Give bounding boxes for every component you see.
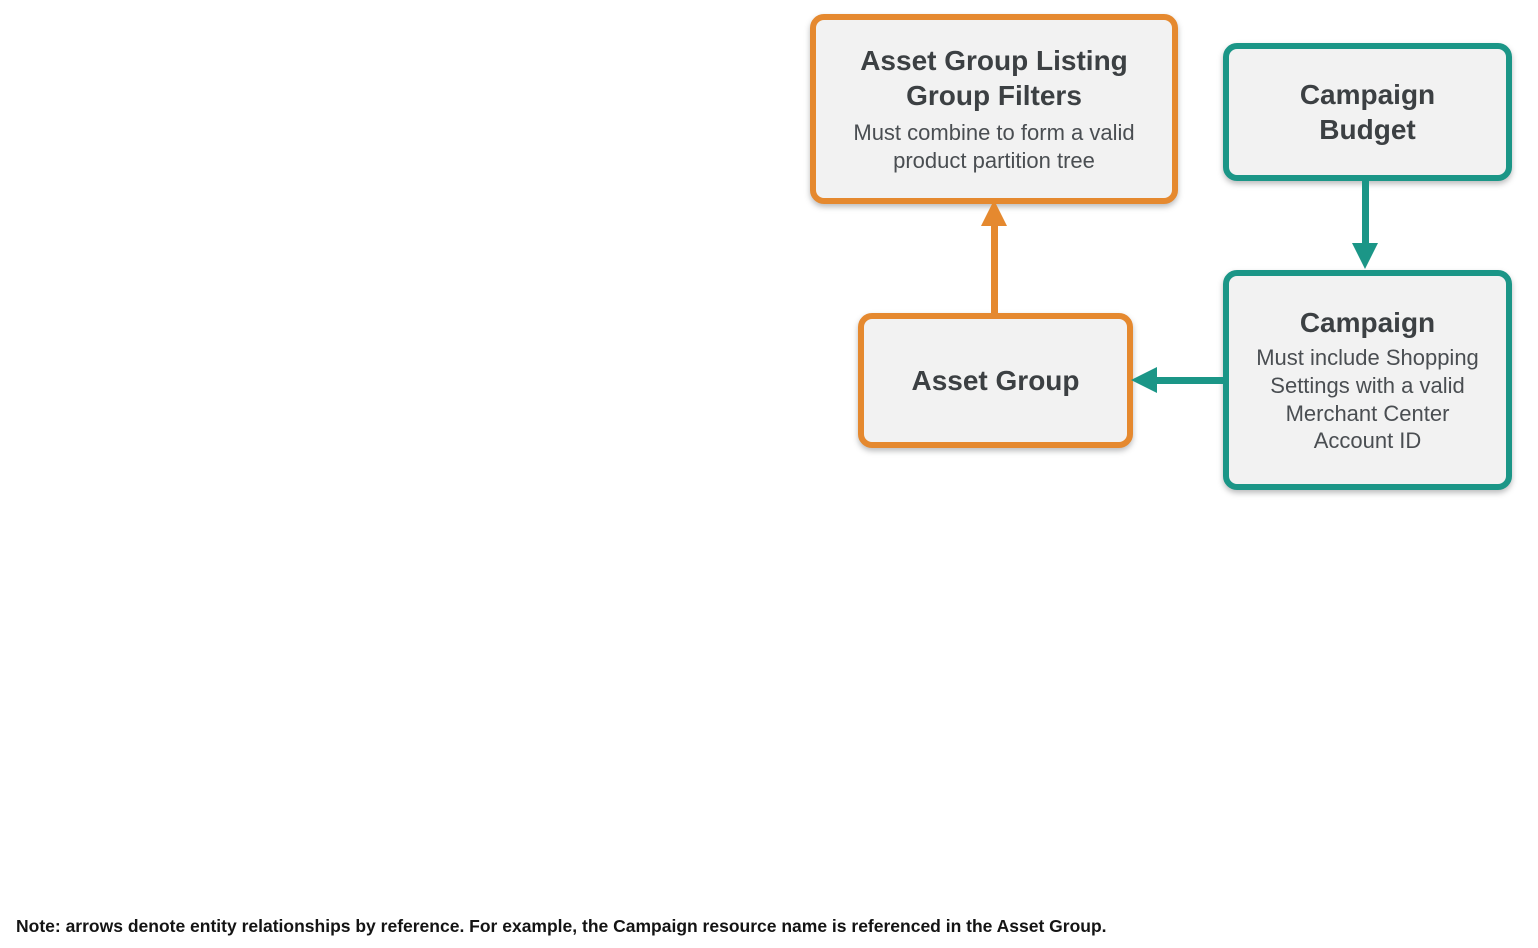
node-campaign: Campaign Must include Shopping Settings … [1223, 270, 1512, 490]
diagram-note: Note: arrows denote entity relationships… [16, 916, 1107, 936]
node-title: Campaign [1299, 306, 1436, 338]
arrow-left-icon [1131, 367, 1157, 393]
node-asset-group: Asset Group [858, 313, 1133, 448]
node-campaign-budget: Campaign Budget [1223, 43, 1512, 181]
arrow-campaign-to-asset-group-shaft [1155, 377, 1223, 384]
arrow-campaign-budget-to-campaign-shaft [1362, 181, 1369, 245]
arrow-asset-group-to-listing-group-filters-shaft [991, 224, 998, 314]
node-subtitle: Must combine to form a valid product par… [853, 120, 1135, 173]
node-subtitle: Must include Shopping Settings with a va… [1256, 344, 1479, 454]
node-title: Campaign Budget [1299, 79, 1436, 145]
arrow-down-icon [1352, 243, 1378, 269]
node-title: Asset Group Listing Group Filters [860, 45, 1128, 112]
node-title: Asset Group [911, 365, 1080, 396]
node-asset-group-listing-group-filters: Asset Group Listing Group Filters Must c… [810, 14, 1178, 204]
arrow-up-icon [981, 200, 1007, 226]
